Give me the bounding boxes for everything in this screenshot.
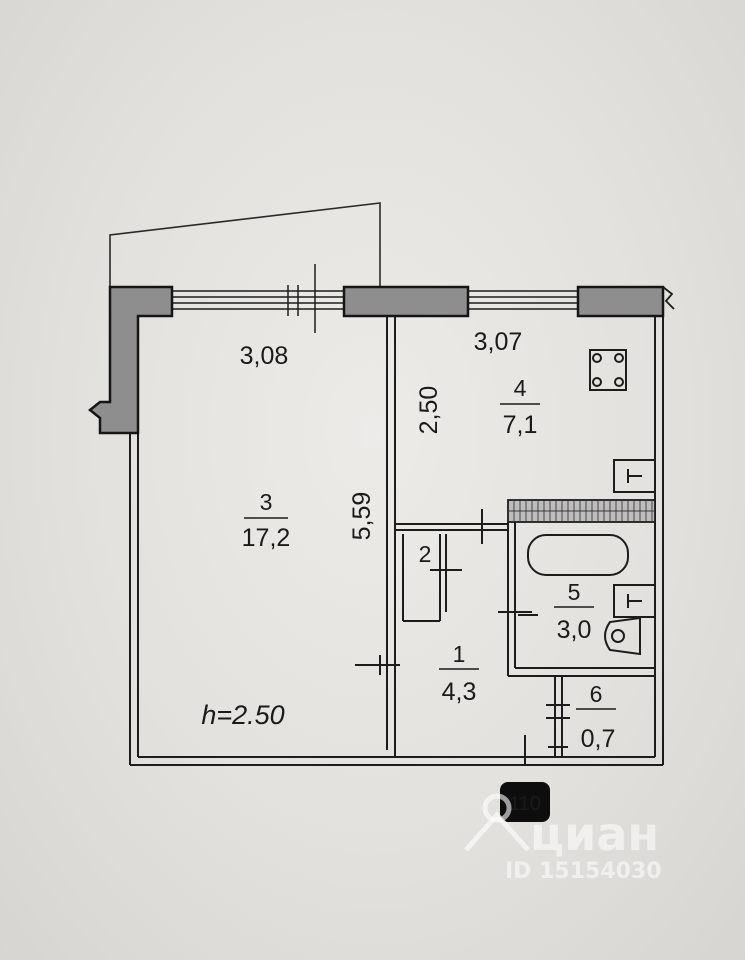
room-5-number: 5 — [568, 579, 581, 605]
entrance-label: 110 — [509, 793, 541, 815]
stove-icon — [589, 349, 627, 391]
room-6-area: 0,7 — [581, 725, 616, 753]
room-6: 6 0,7 — [576, 681, 616, 753]
balcony-outline — [109, 202, 381, 287]
partition-walls — [355, 316, 655, 765]
room-6-number: 6 — [590, 681, 603, 707]
dim-room3-width: 3,08 — [240, 342, 289, 370]
washbasin-icon — [613, 584, 656, 618]
watermark-id: ID 15154030 — [505, 859, 662, 884]
room-3-area: 17,2 — [242, 524, 291, 552]
bearing-walls — [87, 285, 665, 435]
room-1-number: 1 — [453, 641, 466, 667]
watermark-brand: циан — [530, 807, 659, 861]
sink-icon — [613, 459, 656, 493]
room-1: 1 4,3 — [439, 641, 479, 706]
bathtub-icon — [527, 534, 629, 576]
toilet-icon — [604, 616, 641, 656]
dim-room3-length: 5,59 — [348, 492, 376, 541]
room-4-area: 7,1 — [503, 411, 538, 439]
watermark: циан ID 15154030 — [464, 793, 662, 884]
dim-room4-width: 3,07 — [474, 328, 523, 356]
cian-logo-icon — [464, 793, 530, 852]
room-4-number: 4 — [514, 375, 527, 401]
room-5: 5 3,0 — [554, 579, 594, 644]
window-glazing — [170, 264, 578, 333]
dim-room4-length: 2,50 — [415, 386, 443, 435]
room-5-area: 3,0 — [557, 616, 592, 644]
tile-grid — [508, 500, 655, 522]
room-3-number: 3 — [260, 489, 273, 515]
entrance-marker: 110 — [500, 782, 550, 822]
room-1-area: 4,3 — [442, 678, 477, 706]
wall-break — [662, 286, 675, 310]
outer-walls — [129, 316, 664, 766]
ceiling-height: h=2.50 — [201, 700, 284, 730]
room-4: 4 7,1 — [500, 375, 540, 439]
room-3: 3 17,2 — [242, 489, 291, 552]
room-2-number: 2 — [419, 541, 432, 567]
